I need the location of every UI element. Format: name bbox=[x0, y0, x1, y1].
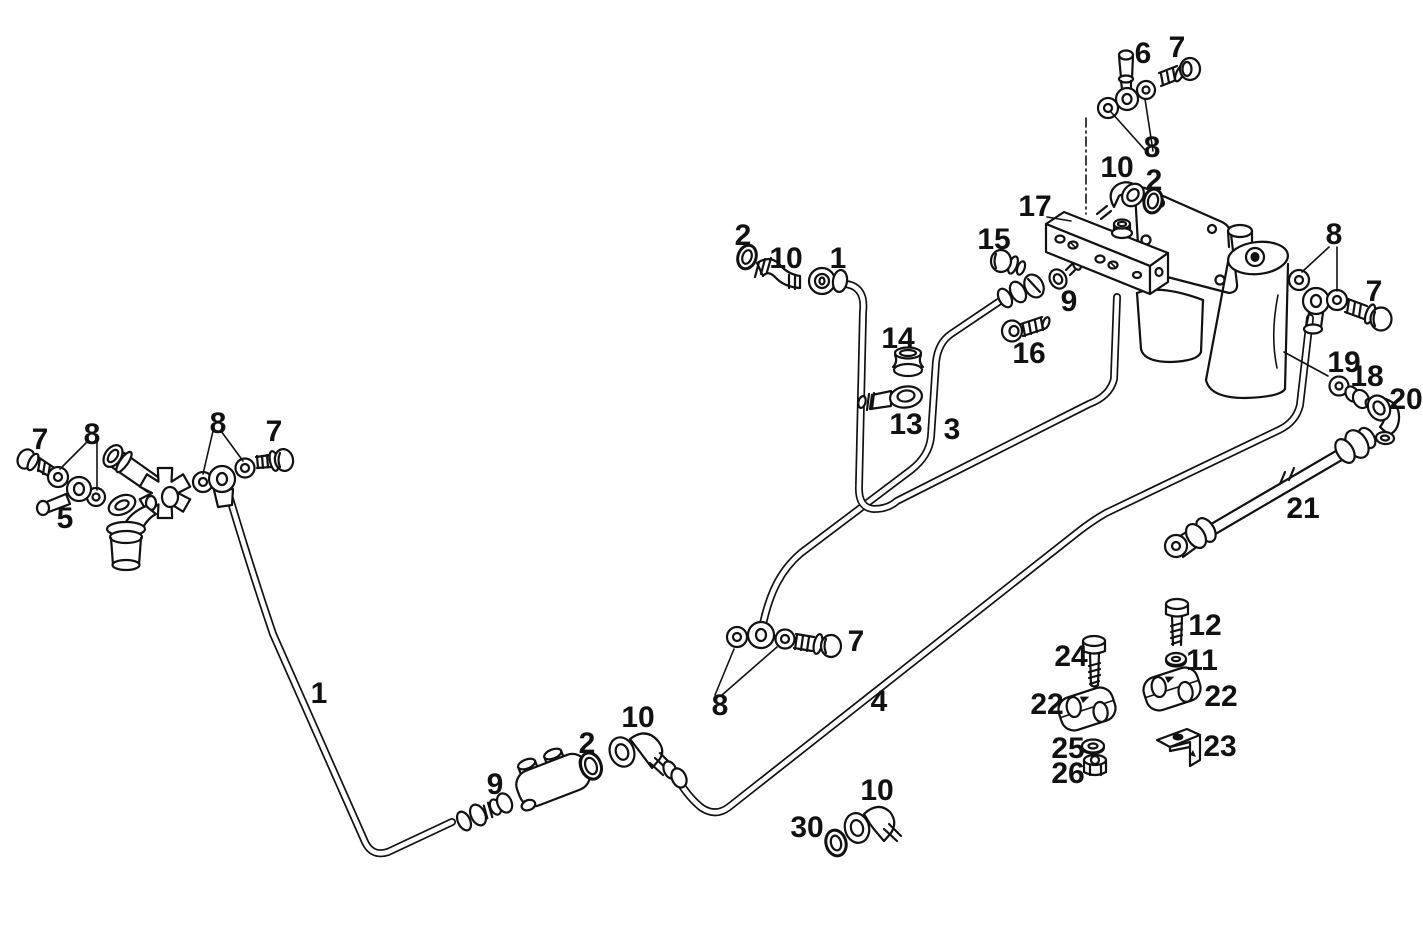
pipe-1-end-fitting bbox=[455, 803, 488, 832]
banjo-fitting-5 bbox=[35, 475, 93, 517]
part-label-oring-2-b: 2 bbox=[1146, 164, 1163, 197]
upper-fitting-chain bbox=[736, 243, 849, 296]
part-label-manifold-17: 17 bbox=[1018, 190, 1051, 223]
pipe-1-upper-fitting bbox=[807, 266, 849, 296]
hose-21-top-crimp bbox=[1334, 426, 1377, 464]
part-label-washers-8-right: 8 bbox=[1326, 218, 1343, 251]
elbow-10-top-icon bbox=[753, 256, 802, 291]
hex-bolt-left-icon bbox=[16, 448, 58, 481]
part-label-elbow-10-b: 10 bbox=[1100, 151, 1133, 184]
part-label-washers-8-left2: 8 bbox=[210, 407, 227, 440]
clamp-22-left-icon bbox=[1057, 686, 1117, 732]
part-label-washer-25: 25 bbox=[1051, 732, 1084, 765]
elbow-10-manifold-icon bbox=[1095, 181, 1145, 221]
part-label-bolt-7-left: 7 bbox=[32, 423, 49, 456]
washer-11-icon bbox=[1164, 651, 1188, 668]
part-label-elbow-20: 20 bbox=[1389, 383, 1422, 416]
clamp-13-icon bbox=[857, 385, 924, 412]
filter-assembly bbox=[1044, 49, 1401, 446]
part-label-pipe-4: 4 bbox=[871, 685, 888, 718]
clamp-22-right-icon bbox=[1142, 666, 1202, 712]
hex-bolt-left2-icon bbox=[254, 447, 295, 473]
hex-bolt-bottom-icon bbox=[792, 632, 843, 659]
pipe-1-line bbox=[228, 492, 452, 853]
part-label-washer-11: 11 bbox=[1186, 644, 1218, 677]
bolt-16-icon bbox=[1000, 315, 1051, 343]
banjo-bolt-6-icon bbox=[1114, 49, 1140, 112]
part-label-oring-2-a: 2 bbox=[735, 219, 752, 252]
filter-canister-left bbox=[1135, 288, 1205, 364]
pipe-3-banjo-group bbox=[725, 620, 843, 659]
bracket-23-icon bbox=[1155, 727, 1202, 768]
part-label-elbow-10-d: 10 bbox=[860, 774, 893, 807]
pump-assembly bbox=[16, 444, 295, 572]
spare-elbow-group bbox=[824, 805, 903, 858]
manifold-port bbox=[1110, 218, 1134, 240]
part-label-fitting-18: 18 bbox=[1350, 360, 1383, 393]
part-label-bracket-23: 23 bbox=[1203, 730, 1236, 763]
part-label-banjo-bolt-6: 6 bbox=[1135, 37, 1152, 70]
part-label-bolt-24: 24 bbox=[1054, 640, 1088, 673]
fitting-18-icon bbox=[1344, 385, 1376, 411]
bolt-12-icon bbox=[1164, 597, 1190, 647]
part-label-bolt-7-left2: 7 bbox=[266, 415, 283, 448]
pipe-4-top-banjo bbox=[1301, 286, 1331, 335]
part-label-elbow-10-c: 10 bbox=[621, 701, 654, 734]
strainer-canister bbox=[105, 520, 147, 572]
hose-21-bottom-crimp bbox=[1163, 517, 1217, 559]
part-label-clamp-22-right: 22 bbox=[1204, 680, 1237, 713]
part-label-pipe-1-upper: 1 bbox=[830, 242, 847, 275]
bolt-24-icon bbox=[1081, 634, 1107, 688]
part-label-nut-26: 26 bbox=[1051, 757, 1084, 790]
part-label-plug-15: 15 bbox=[977, 223, 1010, 256]
part-label-bolt-16: 16 bbox=[1012, 337, 1045, 370]
nut-26-icon bbox=[1082, 753, 1108, 777]
part-label-spacer-14: 14 bbox=[881, 322, 915, 355]
pipe-3-top-fitting bbox=[996, 273, 1045, 309]
manifold-block-17 bbox=[1044, 210, 1170, 296]
elbow-20-icon bbox=[1366, 394, 1401, 446]
part-label-bolt-7-top: 7 bbox=[1169, 31, 1186, 64]
part-label-clamp-22-left: 22 bbox=[1030, 688, 1063, 721]
oring-2-bottom-icon bbox=[578, 751, 604, 781]
part-label-washers-8-top: 8 bbox=[1144, 131, 1161, 164]
part-label-fitting-9-top: 9 bbox=[1061, 285, 1078, 318]
filter-canister-right bbox=[1204, 223, 1290, 400]
part-label-fitting-9-bottom: 9 bbox=[487, 768, 504, 801]
part-label-elbow-10-a: 10 bbox=[769, 242, 802, 275]
plug-15-icon bbox=[989, 248, 1027, 276]
part-label-bolt-7-bottom: 7 bbox=[848, 625, 865, 658]
feed-valve-group bbox=[482, 732, 688, 820]
pipe-4-start-fitting bbox=[662, 760, 688, 789]
leader-lines bbox=[59, 98, 1338, 696]
part-label-washers-8-bottom: 8 bbox=[712, 689, 729, 722]
part-label-clamp-13: 13 bbox=[889, 408, 922, 441]
fitting-9-bottom-icon bbox=[482, 792, 514, 820]
hose-21-group bbox=[1163, 351, 1377, 559]
part-label-hose-21: 21 bbox=[1286, 492, 1319, 525]
part-label-bolt-7-right: 7 bbox=[1366, 275, 1383, 308]
oring-30-icon bbox=[824, 828, 848, 858]
elbow-10-spare-icon bbox=[843, 805, 903, 844]
part-label-banjo-5: 5 bbox=[57, 502, 74, 535]
mounting-hardware bbox=[1057, 597, 1202, 777]
part-label-oring-30: 30 bbox=[790, 811, 823, 844]
elbow-10-bottom-icon bbox=[608, 732, 674, 777]
part-label-pipe-1: 1 bbox=[311, 677, 328, 710]
part-label-pipe-3: 3 bbox=[944, 413, 961, 446]
part-label-washers-8-left: 8 bbox=[84, 418, 101, 451]
part-label-washer-19: 19 bbox=[1327, 346, 1360, 379]
hex-bolt-top-icon bbox=[1157, 56, 1202, 88]
spacer-14-icon bbox=[891, 346, 925, 378]
hex-bolt-right-icon bbox=[1343, 297, 1393, 332]
washer-25-icon bbox=[1080, 738, 1106, 755]
part-label-bolt-12: 12 bbox=[1188, 609, 1221, 642]
pipe-1-banjo-eye bbox=[207, 464, 237, 509]
part-label-oring-2-c: 2 bbox=[579, 727, 596, 760]
